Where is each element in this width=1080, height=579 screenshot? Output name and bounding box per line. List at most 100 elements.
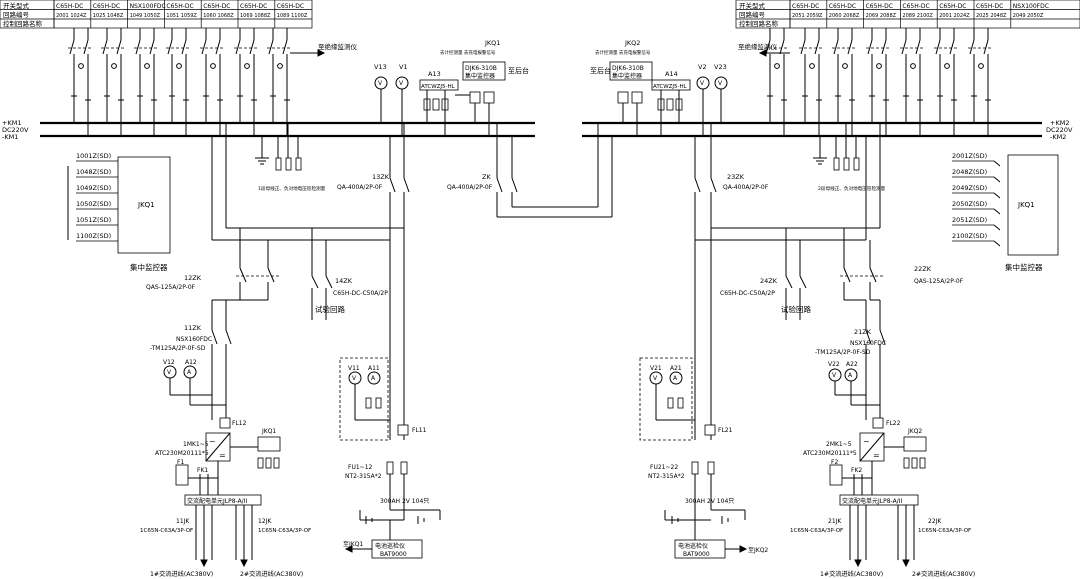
sd-item: 2050Z(SD) (952, 200, 987, 208)
svg-text:V12: V12 (163, 359, 175, 366)
svg-text:QA-400A/2P-0F: QA-400A/2P-0F (723, 184, 769, 191)
right-branch-wiring (695, 123, 881, 276)
svg-text:FU21~22: FU21~22 (650, 464, 678, 471)
svg-text:集中监控器: 集中监控器 (465, 72, 495, 80)
table-code-cell: 1089 1100Z (277, 13, 308, 19)
svg-text:BAT9000: BAT9000 (683, 551, 710, 558)
svg-text:-TM125A/2P-0F-SD: -TM125A/2P-0F-SD (815, 349, 871, 356)
svg-text:至绝缘监测仪: 至绝缘监测仪 (318, 42, 358, 51)
sd-item: 1050Z(SD) (76, 200, 111, 208)
svg-text:12ZK: 12ZK (184, 274, 202, 282)
svg-text:ATC230M20111*5: ATC230M20111*5 (155, 450, 209, 457)
svg-text:V: V (700, 80, 705, 87)
svg-text:300AH 2V 104只: 300AH 2V 104只 (685, 498, 734, 505)
table-code-cell: 1051 1059Z (166, 13, 197, 19)
bus-label-plus: +KM1 (2, 119, 21, 127)
table-type-cell: C65H-DC (240, 3, 267, 10)
svg-text:DJK6-310B: DJK6-310B (465, 65, 497, 72)
left-battery-meters: V A V11 A11 FL11 (339, 357, 427, 441)
svg-text:集中监控器: 集中监控器 (612, 72, 642, 80)
svg-text:ATCWZJ5-HL: ATCWZJ5-HL (653, 84, 688, 90)
table-type-cell: C65H-DC (277, 3, 304, 10)
sd-item: 1100Z(SD) (76, 232, 111, 240)
svg-text:1C65N-C63A/3P-OF: 1C65N-C63A/3P-OF (790, 528, 843, 534)
table-code-cell: 1049 1050Z (130, 13, 161, 19)
row-label-code: 回路编号 (739, 10, 766, 19)
svg-text:ZK: ZK (482, 173, 491, 181)
svg-text:V: V (399, 80, 404, 87)
bus-label-minus: -KM2 (1050, 133, 1066, 141)
bus-label-plus: +KM2 (1050, 119, 1069, 127)
feeder-breaker (101, 28, 125, 136)
left-branch-wiring (211, 123, 404, 276)
svg-text:FL11: FL11 (412, 427, 427, 434)
svg-text:1C65N-C63A/3P-OF: 1C65N-C63A/3P-OF (258, 528, 311, 534)
feeder-breaker (799, 28, 823, 136)
right-22zk-switch: 22ZK QAS-125A/2P-0F (840, 265, 964, 301)
svg-text:QAS-125A/2P-0F: QAS-125A/2P-0F (914, 278, 964, 285)
svg-text:A: A (673, 375, 678, 382)
svg-text:V23: V23 (714, 63, 727, 71)
svg-text:V21: V21 (650, 365, 662, 372)
svg-text:22ZK: 22ZK (914, 265, 932, 273)
svg-text:2#交流进线(AC380V): 2#交流进线(AC380V) (912, 570, 975, 578)
row-label-code: 回路编号 (3, 10, 30, 19)
right-battery-breaker: 23ZK QA-400A/2P-0F (694, 123, 769, 440)
svg-text:V2: V2 (698, 63, 707, 71)
table-code-cell: 1069 1088Z (240, 13, 271, 19)
svg-text:NT2-315A*2: NT2-315A*2 (345, 473, 382, 480)
right-battery-bank: FU21~22 NT2-315A*2 300AH 2V 104只 电池巡检仪 B… (648, 461, 768, 559)
svg-text:11ZK: 11ZK (184, 324, 202, 332)
svg-text:至绝缘监测仪: 至绝缘监测仪 (738, 42, 778, 51)
left-feeder-breakers (68, 28, 291, 136)
sd-item: 2100Z(SD) (952, 232, 987, 240)
left-battery-bank: FU1~12 NT2-315A*2 300AH 2V 104只 电池巡检仪 BA… (343, 461, 441, 559)
svg-text:V: V (653, 375, 658, 382)
table-type-cell: C65H-DC (902, 3, 929, 10)
table-type-cell: C65H-DC (976, 3, 1003, 10)
svg-text:=: = (873, 451, 880, 460)
svg-text:交流配电单元JLP8-A/II: 交流配电单元JLP8-A/II (842, 497, 902, 505)
svg-text:A: A (371, 375, 376, 382)
right-dc-bus: +KM2 DC220V -KM2 (582, 119, 1073, 141)
table-code-cell: 2051 2059Z (792, 13, 823, 19)
svg-text:V1: V1 (399, 63, 408, 71)
left-sd-list: 1001Z(SD)1048Z(SD)1049Z(SD)1050Z(SD)1051… (67, 152, 171, 272)
table-code-cell: 2025 2048Z (976, 13, 1007, 19)
right-sd-list: 2001Z(SD)2048Z(SD)2049Z(SD)2050Z(SD)2051… (952, 152, 1059, 272)
bus-label-minus: -KM1 (2, 133, 18, 141)
svg-text:1C65N-C63A/3P-OF: 1C65N-C63A/3P-OF (140, 528, 193, 534)
table-type-cell: NSX100FDC (130, 3, 166, 10)
svg-text:C65H-DC-C50A/2P: C65H-DC-C50A/2P (333, 290, 388, 297)
table-code-cell: 2001 2024Z (939, 13, 970, 19)
row-label-name: 控制回路名称 (3, 19, 43, 28)
svg-text:V: V (378, 80, 383, 87)
table-type-cell: C65H-DC (792, 3, 819, 10)
left-battery-breaker: 13ZK QA-400A/2P-0F (337, 123, 410, 440)
svg-text:JKQ1: JKQ1 (484, 39, 500, 47)
right-jkq-label: JKQ1 (1017, 201, 1035, 209)
right-ground-detect: 2段母线正、负对地电压巡检测量 (813, 123, 886, 192)
sd-item: 2048Z(SD) (952, 168, 987, 176)
svg-text:至JKQ2: 至JKQ2 (748, 547, 768, 554)
row-label-type: 开关型式 (739, 1, 766, 10)
svg-text:1#交流进线(AC380V): 1#交流进线(AC380V) (150, 570, 213, 578)
svg-text:FL21: FL21 (718, 427, 733, 434)
bus-label-voltage: DC220V (1046, 126, 1073, 134)
table-type-cell: NSX100FDC (1013, 3, 1049, 10)
svg-text:FL12: FL12 (232, 420, 247, 427)
right-feeder-breakers (764, 28, 992, 136)
svg-text:11JK: 11JK (176, 518, 190, 525)
left-jkq-caption: 集中监控器 (130, 262, 168, 272)
feeder-breaker (200, 28, 224, 136)
feeder-breaker (166, 28, 190, 136)
feeder-breaker (968, 28, 992, 136)
svg-text:FL22: FL22 (886, 420, 901, 427)
left-to-monitor: 至绝缘监测仪 (290, 42, 358, 57)
svg-text:去计控测量 去充电报警信号: 去计控测量 去充电报警信号 (595, 49, 651, 56)
left-bus-meters: V V V13 V1 A13 ATCWZJ5-HL JKQ1 去计控测量 去充电… (374, 39, 529, 136)
svg-text:QAS-125A/2P-0F: QAS-125A/2P-0F (146, 284, 196, 291)
